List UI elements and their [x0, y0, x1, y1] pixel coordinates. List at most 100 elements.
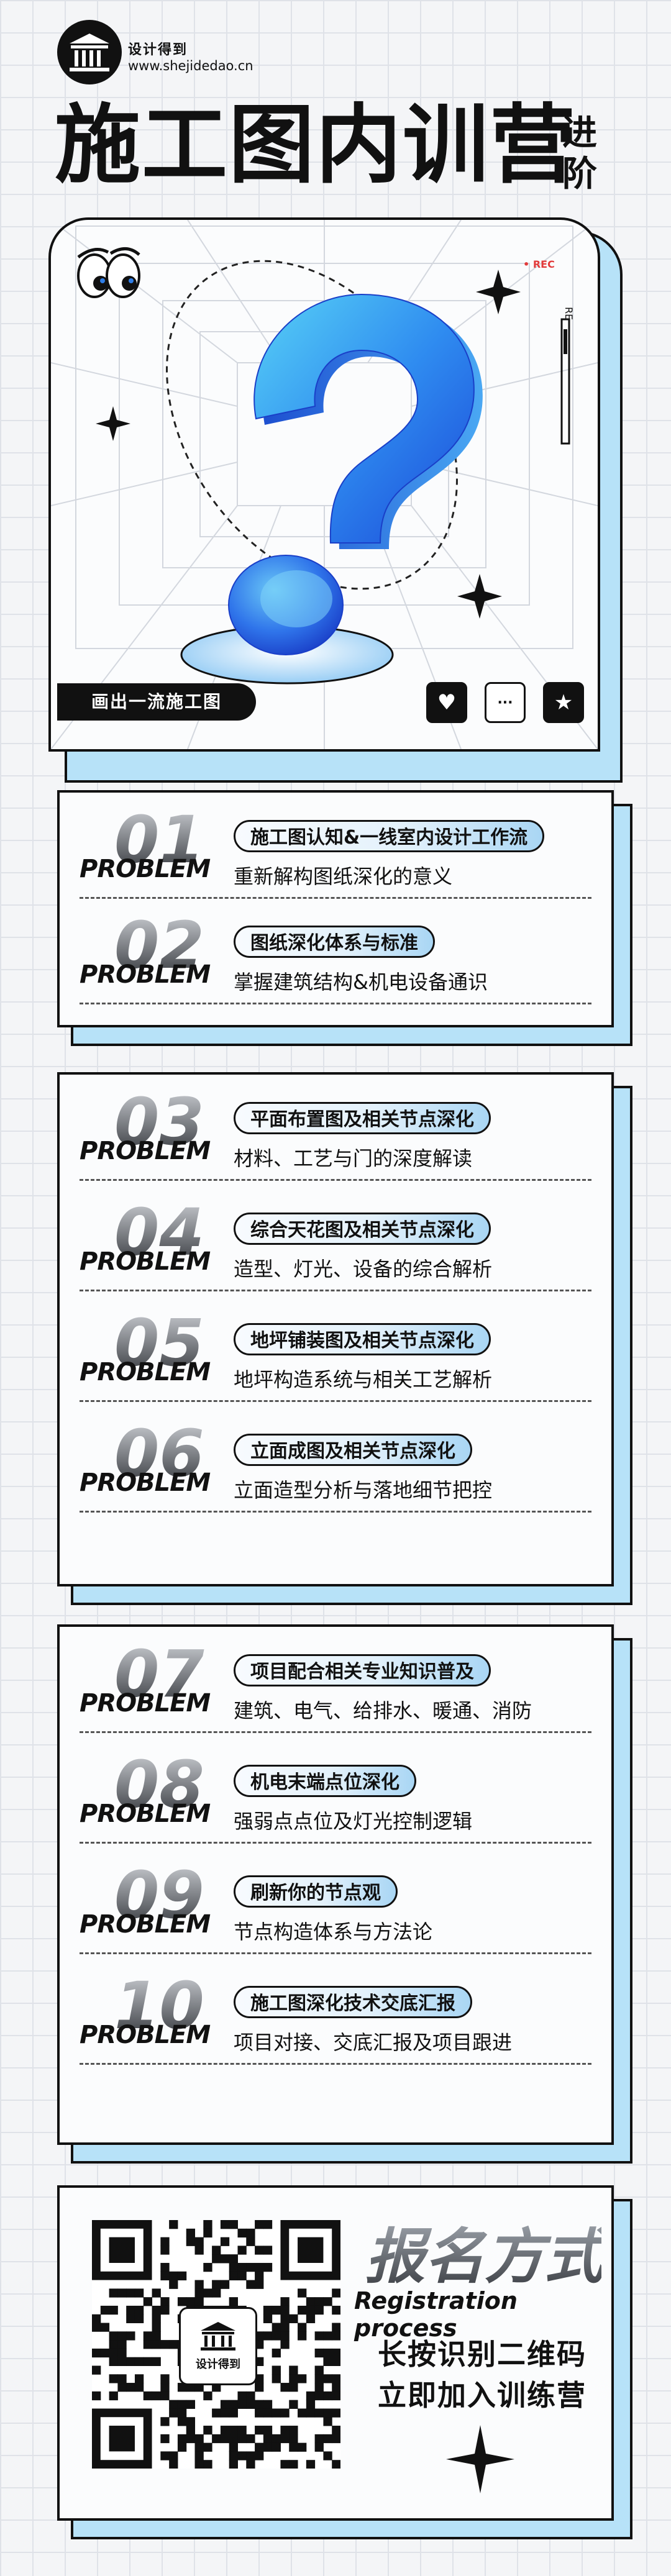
brand-name: 设计得到 — [128, 42, 188, 58]
module-title-pill: 平面布置图及相关节点深化 — [234, 1102, 491, 1134]
module-number: 01 — [114, 802, 239, 880]
qr-module — [203, 2262, 212, 2272]
problem-label: PROBLEM — [80, 1910, 211, 1939]
qr-module — [272, 2365, 281, 2375]
qr-module — [332, 2323, 341, 2332]
module-number-text: 01 — [114, 802, 204, 878]
qr-module — [152, 2391, 161, 2401]
qr-module — [194, 2451, 204, 2460]
qr-module — [332, 2426, 341, 2435]
qr-module — [134, 2374, 144, 2383]
star-icon[interactable]: ★ — [543, 682, 584, 723]
qr-module — [160, 2451, 170, 2460]
dashed-divider — [80, 897, 591, 899]
qr-module — [314, 2365, 324, 2375]
qr-module — [255, 2280, 264, 2289]
qr-module — [289, 2365, 298, 2375]
qr-module — [160, 2271, 170, 2281]
qr-module — [306, 2400, 316, 2409]
brand-url: www.shejidedao.cn — [128, 58, 253, 73]
qr-module — [323, 2434, 332, 2444]
module-description: 立面造型分析与落地细节把控 — [234, 1478, 493, 1502]
qr-module — [255, 2426, 264, 2435]
qr-module — [220, 2220, 230, 2229]
qr-module — [143, 2297, 153, 2306]
qr-module — [263, 2305, 273, 2315]
registration-card: 设计得到 报名方式 Registration process 长按识别二维码 立… — [57, 2185, 614, 2521]
qr-module — [177, 2434, 187, 2444]
qr-module — [263, 2434, 273, 2444]
registration-line-2: 立即加入训练营 — [378, 2378, 587, 2412]
qr-module — [314, 2442, 324, 2452]
temple-icon — [70, 34, 109, 71]
heart-icon[interactable]: ♥ — [426, 682, 467, 723]
qr-module — [263, 2400, 273, 2409]
qr-module — [323, 2391, 332, 2401]
module-number: 08 — [114, 1747, 239, 1824]
module-title-pill: 图纸深化体系与标准 — [234, 926, 435, 958]
module-number: 04 — [114, 1195, 239, 1272]
qr-module — [229, 2426, 238, 2435]
module-title-pill: 地坪铺装图及相关节点深化 — [234, 1323, 491, 1355]
module-description: 掌握建筑结构&机电设备通识 — [234, 970, 488, 994]
module-number: 05 — [114, 1305, 239, 1383]
qr-module — [229, 2220, 238, 2229]
qr-module — [314, 2383, 324, 2392]
qr-module — [298, 2288, 307, 2298]
qr-module — [194, 2288, 204, 2298]
qr-module — [323, 2297, 332, 2306]
dashed-divider — [80, 1952, 591, 1954]
module-item: 05 PROBLEM 地坪铺装图及相关节点深化 地坪构造系统与相关工艺解析 — [60, 1305, 611, 1416]
module-title-pill: 施工图深化技术交底汇报 — [234, 1986, 472, 2018]
qr-module — [92, 2323, 101, 2332]
module-number: 09 — [114, 1857, 239, 1935]
qr-module — [246, 2280, 255, 2289]
qr-module — [186, 2417, 196, 2426]
qr-module — [229, 2400, 238, 2409]
chat-icon[interactable]: ··· — [485, 682, 526, 723]
qr-module — [332, 2391, 341, 2401]
qr-module — [237, 2451, 247, 2460]
qr-module — [126, 2383, 135, 2392]
problem-label: PROBLEM — [80, 1689, 211, 1718]
module-number: 06 — [114, 1416, 239, 1493]
problem-label: PROBLEM — [80, 1247, 211, 1276]
qr-module — [117, 2348, 127, 2358]
qr-module — [272, 2408, 281, 2418]
qr-module — [194, 2460, 204, 2469]
qr-module — [117, 2374, 127, 2383]
qr-module — [229, 2460, 238, 2469]
registration-subtitle: Registration process — [354, 2287, 518, 2342]
qr-module — [220, 2400, 230, 2409]
svg-text:RE: RE — [563, 307, 575, 320]
qr-module — [306, 2391, 316, 2401]
qr-module — [246, 2237, 255, 2246]
qr-module — [186, 2297, 196, 2306]
qr-module — [177, 2400, 187, 2409]
qr-module — [194, 2434, 204, 2444]
qr-module — [109, 2391, 118, 2401]
qr-center-label: 设计得到 — [196, 2358, 240, 2371]
sparkle-icon — [446, 2425, 514, 2493]
qr-code[interactable]: 设计得到 — [92, 2220, 341, 2469]
qr-module — [298, 2442, 307, 2452]
qr-module — [152, 2314, 161, 2324]
problem-label: PROBLEM — [80, 1137, 211, 1165]
qr-module — [298, 2331, 307, 2341]
qr-module — [229, 2262, 238, 2272]
qr-module — [169, 2451, 178, 2460]
qr-module — [298, 2323, 307, 2332]
qr-module — [220, 2254, 230, 2264]
qr-module — [306, 2408, 316, 2418]
qr-module — [289, 2383, 298, 2392]
problem-label: PROBLEM — [80, 1800, 211, 1828]
qr-module — [134, 2305, 144, 2315]
qr-module — [255, 2400, 264, 2409]
qr-module — [152, 2323, 161, 2332]
qr-module — [314, 2391, 324, 2401]
qr-module — [246, 2228, 255, 2238]
qr-module — [263, 2314, 273, 2324]
qr-module — [332, 2460, 341, 2469]
module-description: 强弱点点位及灯光控制逻辑 — [234, 1809, 473, 1833]
qr-module — [203, 2391, 212, 2401]
